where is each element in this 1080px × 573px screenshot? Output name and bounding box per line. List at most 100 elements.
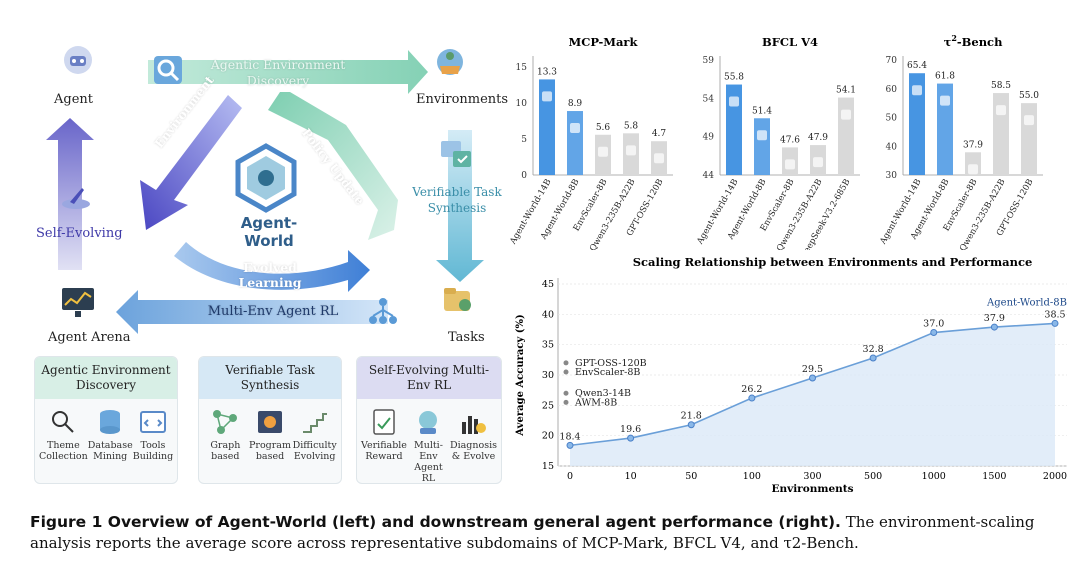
bar-logo-icon (912, 85, 922, 96)
data-point (930, 329, 938, 337)
bar (726, 84, 742, 175)
baseline-label: GPT-OSS-120B (575, 358, 647, 369)
x-tick-label: 300 (803, 471, 821, 482)
bar (539, 79, 555, 175)
data-label: 37.9 (984, 313, 1005, 324)
bar-logo-icon (654, 153, 664, 164)
figure-label: Figure 1 Overview of Agent-World (left) … (30, 513, 841, 531)
data-point (809, 374, 816, 382)
chart-title: BFCL V4 (762, 35, 818, 49)
y-tick-label: 44 (703, 171, 715, 181)
self-evolving-label: Self-Evolving (36, 226, 123, 241)
y-tick-label: 15 (516, 63, 528, 73)
card-item-label: Database Mining (87, 440, 133, 462)
y-tick-label: 20 (542, 431, 554, 442)
card-item: Program based (248, 407, 293, 463)
data-point (748, 394, 756, 402)
data-label: 38.5 (1044, 309, 1065, 320)
stairs-icon (299, 407, 331, 437)
data-label: 55.8 (724, 73, 744, 83)
bar-logo-icon (968, 164, 978, 175)
bar-logo-icon (598, 146, 608, 157)
data-label: 13.3 (537, 67, 557, 77)
figure-caption: Figure 1 Overview of Agent-World (left) … (30, 512, 1070, 554)
card-self-evolving: Self-Evolving Multi-Env RL Verifiable Re… (356, 356, 502, 484)
card-item-label: Tools Building (132, 440, 174, 462)
data-label: 29.5 (802, 364, 823, 375)
card-item-label: Graph based (210, 440, 241, 462)
series-label: Agent-World-8B (986, 297, 1067, 308)
y-tick-label: 50 (886, 114, 898, 124)
card-item-label: Diagnosis & Evolve (449, 440, 497, 462)
bar-logo-icon (940, 95, 950, 106)
y-tick-label: 59 (703, 56, 715, 66)
data-label: 54.1 (836, 86, 856, 96)
data-label: 32.8 (863, 344, 884, 355)
y-tick-label: 54 (703, 94, 715, 104)
card-title: Verifiable Task Synthesis (199, 357, 341, 399)
folder-icon (440, 282, 476, 318)
card-item: Theme Collection (39, 407, 88, 463)
data-label: 65.4 (907, 61, 927, 71)
chart-title: τ2-Bench (944, 33, 1004, 49)
x-tick-label: 500 (864, 471, 882, 482)
y-tick-label: 10 (516, 99, 528, 109)
baseline-marker (563, 369, 569, 375)
y-tick-label: 30 (886, 171, 898, 181)
program-icon (254, 407, 286, 437)
card-item-label: Theme Collection (39, 440, 88, 462)
bar-logo-icon (729, 96, 739, 107)
bar-logo-icon (1024, 115, 1034, 126)
y-tick-label: 15 (542, 461, 554, 472)
evolved-learning-arrow (174, 242, 370, 292)
data-point (627, 434, 635, 442)
search-icon (150, 52, 186, 88)
x-tick-label: 50 (685, 471, 697, 482)
x-tick-label: 2000 (1043, 471, 1067, 482)
chart-title: Scaling Relationship between Environment… (633, 255, 1033, 269)
bar-logo-icon (757, 130, 767, 141)
y-tick-label: 45 (542, 279, 554, 290)
bar (838, 97, 854, 175)
code-window-icon (137, 407, 169, 437)
agent-world-logo (235, 143, 297, 213)
self-evolving-arrow (46, 118, 94, 270)
bar-logo-icon (570, 123, 580, 134)
bar-logo-icon (841, 109, 851, 120)
baseline-marker (563, 399, 569, 405)
data-label: 21.8 (681, 411, 702, 422)
card-item: Multi-Env Agent RL (407, 407, 450, 484)
multi-env-icon (412, 407, 444, 437)
data-point (566, 441, 574, 449)
y-tick-label: 5 (521, 135, 527, 145)
multi-env-arrow (116, 290, 388, 334)
x-tick-label: 1500 (982, 471, 1006, 482)
x-axis-label: Environments (771, 483, 853, 495)
data-label: 61.8 (935, 72, 955, 82)
rubric-icon (368, 407, 400, 437)
bar-chart-1: BFCL V44449545955.8Agent-World-14B51.4Ag… (695, 35, 860, 250)
y-tick-label: 25 (542, 400, 554, 411)
card-title: Agentic Environment Discovery (35, 357, 177, 399)
y-tick-label: 70 (886, 56, 898, 66)
verifiable-arrow-label: Verifiable Task Synthesis (412, 185, 502, 215)
y-tick-label: 60 (886, 85, 898, 95)
bar-logo-icon (996, 105, 1006, 116)
bar (937, 83, 953, 175)
robot-icon (58, 40, 98, 80)
bar (909, 73, 925, 175)
evolved-learning-label: Evolved Learning (238, 260, 302, 290)
data-label: 19.6 (620, 424, 641, 435)
data-label: 37.9 (963, 140, 983, 150)
agent-label: Agent (54, 92, 93, 107)
y-tick-label: 49 (703, 133, 715, 143)
data-label: 37.0 (923, 319, 944, 330)
area-fill (570, 323, 1055, 466)
baseline-label: EnvScaler-8B (575, 367, 640, 378)
baseline-marker (563, 390, 569, 396)
card-item: Difficulty Evolving (292, 407, 337, 463)
card-item-label: Multi-Env Agent RL (413, 440, 443, 484)
baseline-label: Qwen3-14B (575, 388, 631, 399)
card-item: Verifiable Reward (361, 407, 407, 483)
